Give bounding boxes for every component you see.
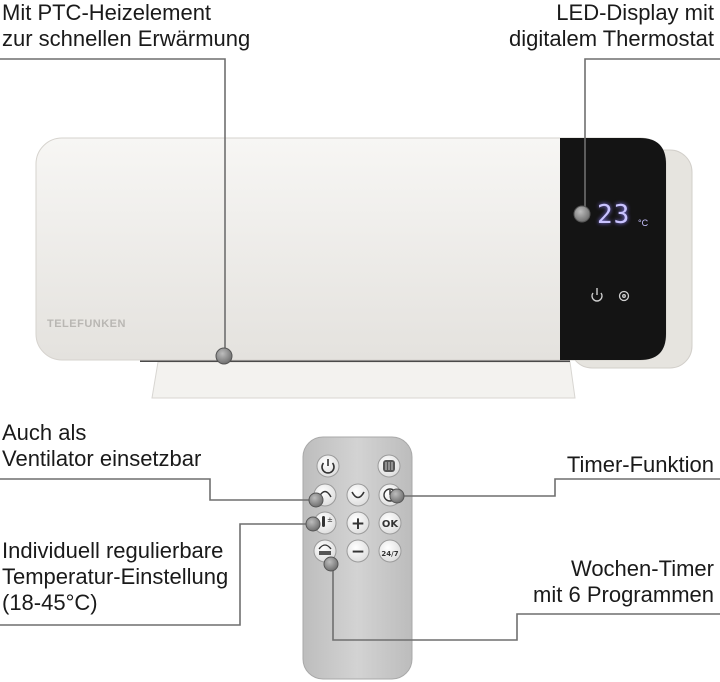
label-week-line-2: mit 6 Programmen <box>533 582 714 607</box>
remote-program-button[interactable]: 24/7 <box>378 539 402 563</box>
remote-ok-label: OK <box>382 519 400 530</box>
heater-fan-icon[interactable] <box>618 290 630 302</box>
callout-line-timer <box>395 478 720 497</box>
label-week-timer: Wochen-Timer mit 6 Programmen <box>533 556 714 608</box>
label-ptc-heating: Mit PTC-Heizelement zur schnellen Erwärm… <box>2 0 250 52</box>
callout-lines <box>0 58 720 641</box>
heater-display-unit: °C <box>638 218 649 228</box>
remote-week-label: 24/7 <box>381 550 398 558</box>
heater-display-panel <box>560 138 666 360</box>
heater-display-temperature: 23 <box>597 200 631 230</box>
callout-marker-week <box>323 556 339 572</box>
label-led-display: LED-Display mit digitalem Thermostat <box>509 0 714 52</box>
callout-marker-led <box>573 205 591 223</box>
label-ptc-line-1: Mit PTC-Heizelement <box>2 0 212 25</box>
label-fan-mode: Auch als Ventilator einsetzbar <box>2 420 201 472</box>
label-temperature: Individuell regulierbare Temperatur-Eins… <box>2 538 228 616</box>
remote-ok-button[interactable]: OK <box>378 511 402 535</box>
remote-minus-label: − <box>351 542 365 562</box>
label-temp-line-2: Temperatur-Einstellung <box>2 564 229 589</box>
label-week-line-1: Wochen-Timer <box>570 556 714 581</box>
label-timer-line-1: Timer-Funktion <box>566 452 714 477</box>
remote-minus-button[interactable]: − <box>346 539 370 563</box>
svg-text:±: ± <box>327 516 333 524</box>
callout-marker-ptc <box>215 347 233 365</box>
callout-line-week <box>332 565 720 641</box>
remote-control: ± + OK − 24/7 <box>302 436 413 680</box>
remote-plus-button[interactable]: + <box>346 511 370 535</box>
remote-heat-mode-button[interactable] <box>377 454 401 478</box>
heater-brand-logo: TELEFUNKEN <box>47 318 126 330</box>
label-temp-line-1: Individuell regulierbare <box>2 538 224 563</box>
callout-marker-timer <box>389 488 405 504</box>
callout-line-led <box>584 58 720 212</box>
callout-line-ptc <box>0 58 226 355</box>
callout-marker-fan <box>308 492 324 508</box>
callout-line-temp <box>0 523 316 626</box>
remote-plus-label: + <box>351 514 365 534</box>
heater-power-icon[interactable] <box>591 288 603 302</box>
label-led-line-1: LED-Display mit <box>556 0 714 25</box>
heater <box>35 137 693 399</box>
label-temp-line-3: (18-45°C) <box>2 590 98 615</box>
heater-air-outlet <box>151 361 576 399</box>
callout-line-fan <box>0 478 320 501</box>
label-fan-line-1: Auch als <box>2 420 87 445</box>
label-led-line-2: digitalem Thermostat <box>508 26 714 51</box>
label-timer: Timer-Funktion <box>567 452 714 478</box>
callout-markers <box>215 205 591 572</box>
remote-oscillate-button[interactable] <box>346 483 370 507</box>
label-ptc-line-2: zur schnellen Erwärmung <box>2 26 251 51</box>
label-fan-line-2: Ventilator einsetzbar <box>2 446 202 471</box>
remote-temp-button[interactable]: ± <box>313 511 337 535</box>
callout-marker-temp <box>305 516 321 532</box>
remote-power-button[interactable] <box>316 454 340 478</box>
